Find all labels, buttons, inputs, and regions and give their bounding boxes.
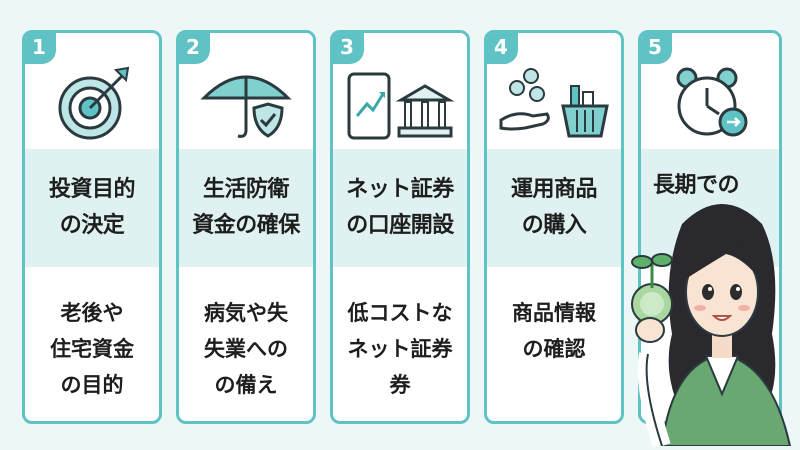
step-card-2: 2 生活防衛 資金の確保 病気や失 失業への の備え (176, 30, 316, 424)
woman-holding-sprout-icon (622, 184, 800, 449)
step-description: 病気や失 失業への の備え (204, 301, 288, 397)
step-title-band: 投資目的 の決定 (25, 149, 159, 267)
step-card-3: 3 ネット証券 の口座開設 低コストな ネット証券 券 (330, 30, 470, 424)
step-title: 投資目的 の決定 (48, 177, 136, 238)
step-number-badge: 4 (487, 33, 518, 64)
step-card-4: 4 運用商品 の購入 商品情報 の確認 (484, 30, 624, 424)
alarm-clock-icon (641, 59, 779, 149)
step-title-band: ネット証券 の口座開設 (333, 149, 467, 267)
step-number-badge: 5 (641, 33, 672, 64)
step-number-badge: 3 (333, 33, 364, 64)
coins-basket-icon (487, 59, 621, 149)
umbrella-shield-icon (179, 59, 313, 149)
target-icon (25, 59, 159, 149)
step-title: ネット証券 の口座開設 (346, 177, 454, 238)
step-description: 老後や 住宅資金 の目的 (50, 301, 134, 397)
step-title-band: 生活防衛 資金の確保 (179, 149, 313, 267)
step-card-1: 1 投資目的 の決定 老後や 住宅資金 の目的 (22, 30, 162, 424)
step-title: 運用商品 の購入 (510, 177, 598, 238)
step-number-badge: 1 (25, 33, 56, 64)
step-title: 生活防衛 資金の確保 (192, 177, 300, 238)
step-number-badge: 2 (179, 33, 210, 64)
step-title: 長期での (653, 173, 740, 198)
step-description: 低コストな ネット証券 券 (347, 301, 453, 397)
phone-bank-icon (333, 59, 467, 149)
step-description: 商品情報 の確認 (512, 301, 596, 361)
step-title-band: 運用商品 の購入 (487, 149, 621, 267)
